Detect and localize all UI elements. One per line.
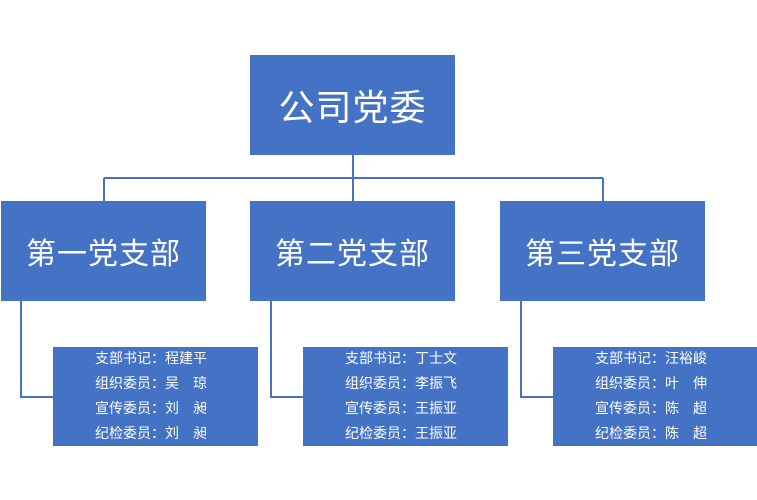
member-line-secretary: 支部书记：汪裕峻 (595, 350, 707, 367)
branch-1-members-box: 支部书记：程建平 组织委员：吴 琼 宣传委员：刘 昶 纪检委员：刘 昶 (53, 347, 258, 446)
member-line-discipline: 纪检委员：刘 昶 (95, 425, 207, 442)
branch-2-details-elbow (270, 301, 303, 398)
member-line-publicity: 宣传委员：陈 超 (595, 400, 707, 417)
branch-1-title: 第一党支部 (26, 237, 181, 272)
branch-3-members-box: 支部书记：汪裕峻 组织委员：叶 伸 宣传委员：陈 超 纪检委员：陈 超 (553, 347, 757, 446)
member-line-publicity: 宣传委员：刘 昶 (95, 400, 207, 417)
member-line-publicity: 宣传委员：王振亚 (345, 400, 457, 417)
branch-3-title: 第三党支部 (525, 237, 680, 272)
member-line-discipline: 纪检委员：陈 超 (595, 425, 707, 442)
member-line-organization: 组织委员：李振飞 (345, 375, 457, 392)
member-line-discipline: 纪检委员：王振亚 (345, 425, 457, 442)
branch-1-box: 第一党支部 (1, 201, 206, 301)
branch-1-details-elbow (20, 301, 53, 398)
member-line-organization: 组织委员：叶 伸 (595, 375, 707, 392)
branch-3-box: 第三党支部 (500, 201, 705, 301)
member-line-organization: 组织委员：吴 琼 (95, 375, 207, 392)
branch-2-title: 第二党支部 (275, 237, 430, 272)
branch-3-details-elbow (520, 301, 553, 398)
member-line-secretary: 支部书记：丁士文 (345, 350, 457, 367)
branch-2-members-box: 支部书记：丁士文 组织委员：李振飞 宣传委员：王振亚 纪检委员：王振亚 (303, 347, 508, 446)
root-node-title: 公司党委 (278, 88, 427, 129)
member-line-secretary: 支部书记：程建平 (95, 350, 207, 367)
branch-2-box: 第二党支部 (250, 201, 455, 301)
root-node-box: 公司党委 (250, 55, 455, 155)
